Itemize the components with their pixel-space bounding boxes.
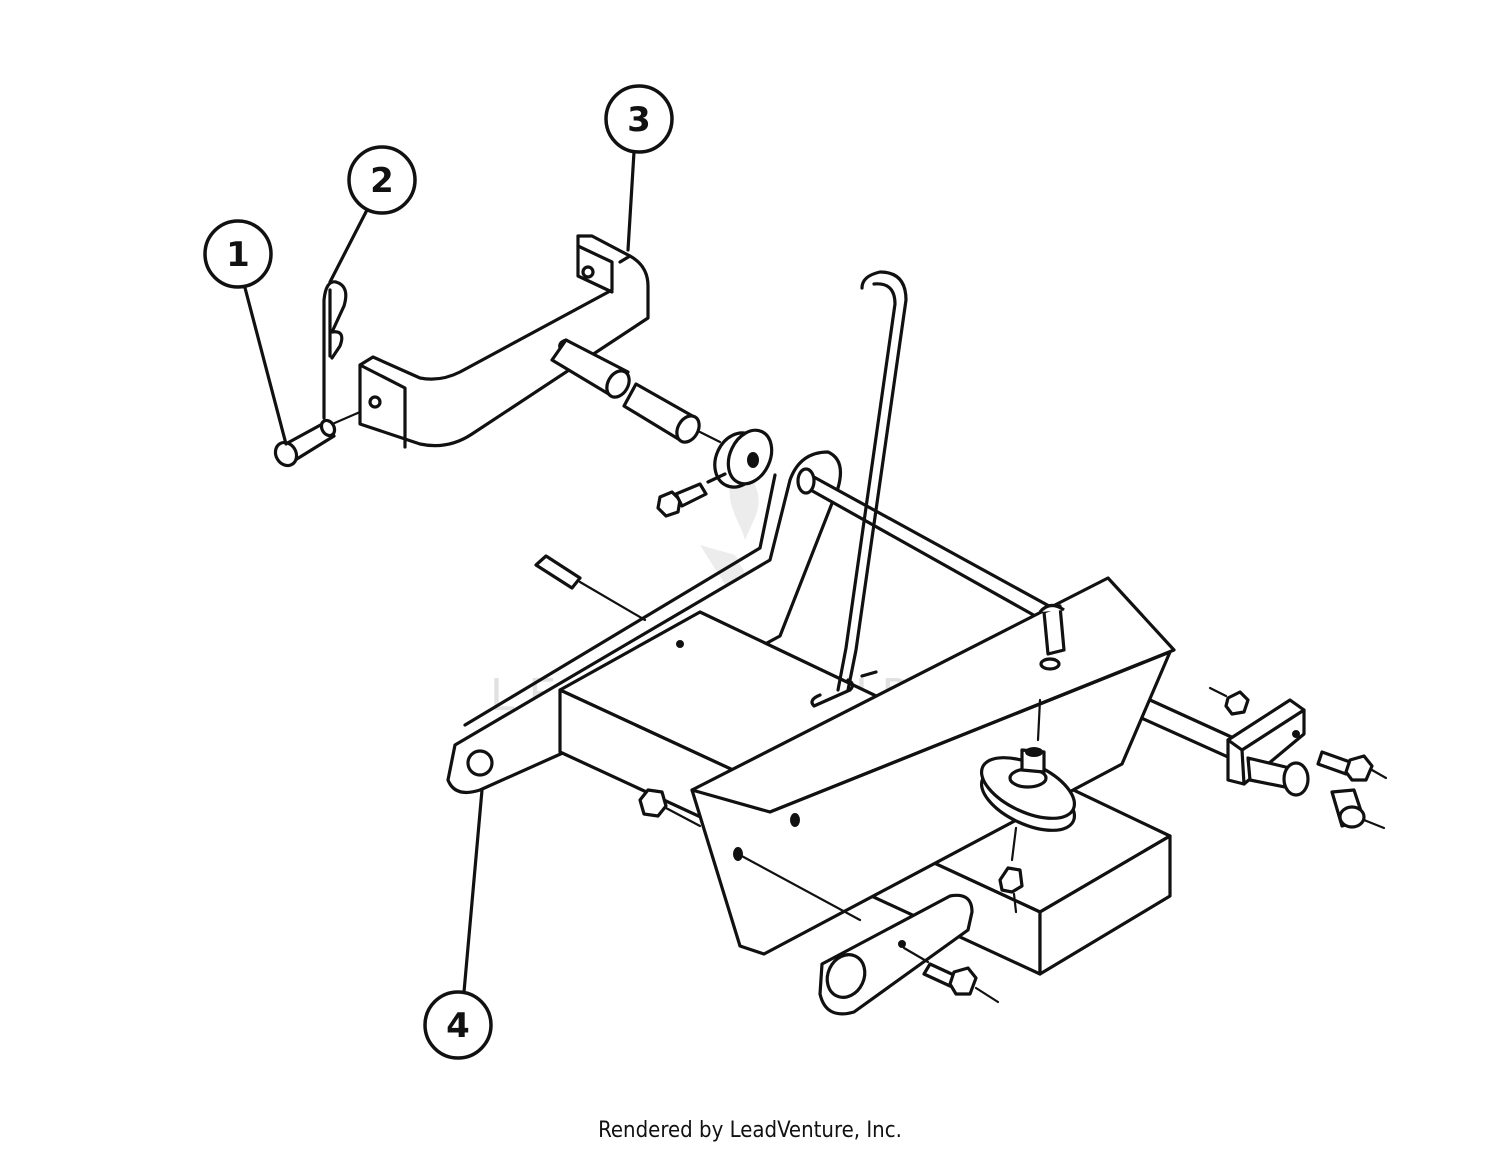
bolt-vertical bbox=[1038, 603, 1066, 671]
idler-pulley bbox=[979, 698, 1077, 862]
callout-4-label: 4 bbox=[446, 1006, 470, 1046]
flange-bearing bbox=[1208, 686, 1310, 797]
hairpin-clip-part bbox=[322, 280, 348, 420]
footer-credit: Rendered by LeadVenture, Inc. bbox=[598, 1118, 902, 1143]
bolt-left bbox=[534, 554, 647, 622]
spacer-tube bbox=[550, 338, 722, 444]
control-rod bbox=[810, 270, 908, 708]
set-screw bbox=[656, 482, 708, 518]
nut-left bbox=[638, 788, 702, 828]
callout-1-label: 1 bbox=[226, 235, 250, 275]
bolt-right bbox=[1316, 750, 1388, 782]
nut-lower bbox=[998, 866, 1024, 914]
callout-3-label: 3 bbox=[627, 100, 651, 140]
callout-2: 2 bbox=[328, 145, 417, 284]
callout-3: 3 bbox=[604, 84, 674, 252]
spacer-right bbox=[1330, 788, 1386, 830]
lower-link-plate bbox=[818, 893, 974, 1016]
callout-1: 1 bbox=[203, 219, 288, 446]
callout-4: 4 bbox=[423, 788, 493, 1060]
clevis-pin-part bbox=[273, 418, 337, 468]
collar-part bbox=[706, 428, 774, 489]
upper-bracket-part bbox=[328, 234, 650, 449]
bolt-lower bbox=[902, 946, 1000, 1004]
callout-2-label: 2 bbox=[370, 161, 394, 201]
